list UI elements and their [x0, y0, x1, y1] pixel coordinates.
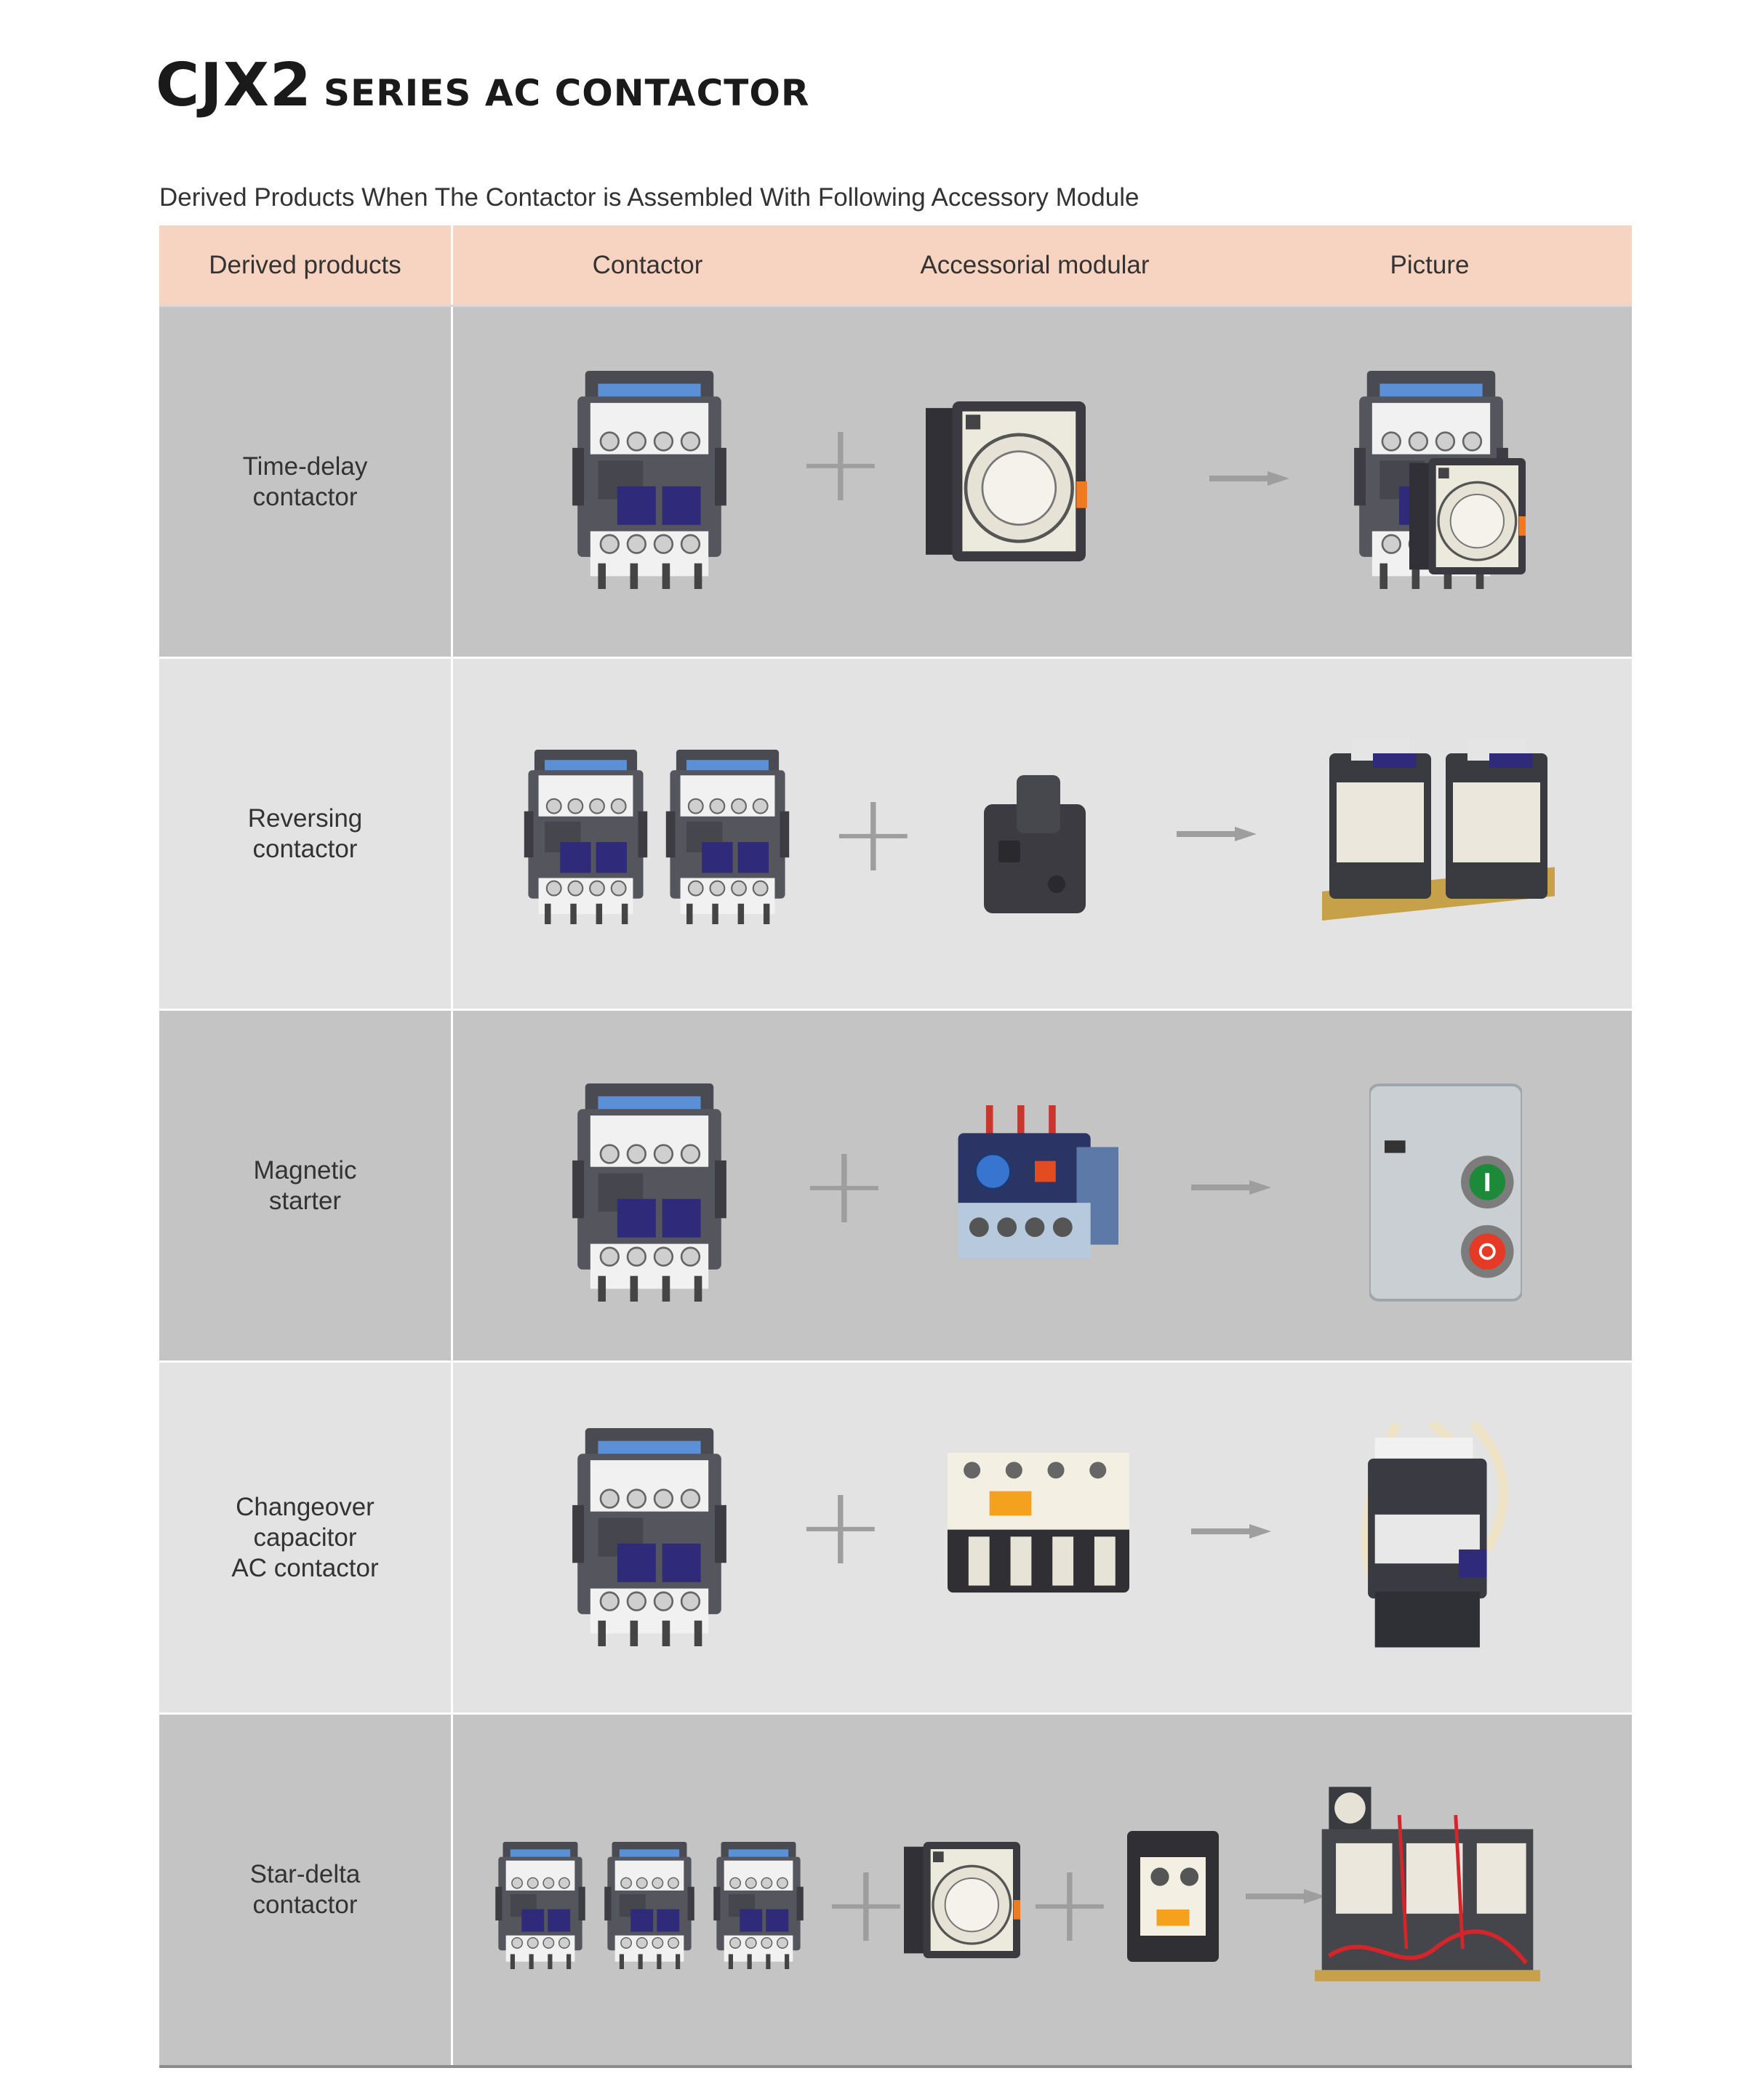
plus-icon: + — [798, 1122, 890, 1249]
column-header-contactor: Contactor — [592, 250, 703, 279]
assembly-illustration: + — [453, 1011, 1632, 1360]
plus-icon: + — [828, 770, 919, 897]
table-header: Derived products Contactor Accessorial m… — [159, 225, 1632, 307]
magnetic-starter-enclosure-image — [1369, 1083, 1522, 1302]
contactor-image — [598, 1842, 700, 1969]
name-line: Star-delta — [249, 1860, 361, 1888]
table-row: Time-delay contactor + — [159, 307, 1632, 659]
derived-product-name: Star-delta contactor — [159, 1715, 453, 2065]
name-line: contactor — [252, 482, 358, 511]
arrow-right-icon — [1177, 827, 1257, 841]
time-delay-module-image — [922, 401, 1089, 561]
plus-icon: + — [1024, 1840, 1116, 1967]
name-line: Time-delay — [242, 452, 368, 481]
derived-product-name: Magnetic starter — [159, 1011, 453, 1360]
column-header-accessory: Accessorial modular — [920, 250, 1150, 279]
title-model: CJX2 — [156, 51, 312, 120]
page-title: CJX2 SERIES AC CONTACTOR — [156, 51, 809, 131]
arrow-right-icon — [1191, 1524, 1271, 1539]
name-line: Reversing — [247, 803, 363, 833]
column-header-group: Contactor Accessorial modular Picture — [453, 225, 1632, 305]
assembly-illustration: + + — [453, 1715, 1632, 2065]
name-line: Magnetic — [253, 1155, 357, 1185]
derived-product-name: Reversing contactor — [159, 659, 453, 1009]
arrow-right-icon — [1246, 1889, 1326, 1904]
name-line: contactor — [252, 834, 358, 863]
plus-icon: + — [795, 400, 886, 526]
auxiliary-contact-block-image — [948, 1450, 1129, 1595]
star-delta-assembly-image — [1315, 1784, 1540, 1987]
assembly-illustration: + — [453, 307, 1632, 657]
name-line: capacitor — [253, 1523, 357, 1552]
arrow-right-icon — [1209, 471, 1289, 486]
time-delay-module-image — [904, 1842, 1020, 1958]
auxiliary-contact-block-image — [1122, 1831, 1224, 1962]
contactor-image — [562, 1428, 737, 1646]
arrow-right-icon — [1191, 1180, 1271, 1195]
mechanical-interlock-image — [977, 775, 1093, 921]
table-row: Star-delta contactor + + — [159, 1715, 1632, 2068]
derived-product-name: Time-delay contactor — [159, 307, 453, 657]
section-subtitle: Derived Products When The Contactor is A… — [159, 183, 1140, 212]
table-row: Changeover capacitor AC contactor + — [159, 1363, 1632, 1715]
derived-product-name: Changeover capacitor AC contactor — [159, 1363, 453, 1712]
contactor-image — [562, 371, 737, 589]
name-line: contactor — [252, 1891, 358, 1919]
assembly-illustration: + — [453, 659, 1632, 1009]
name-line: AC contactor — [231, 1553, 379, 1582]
plus-icon: + — [820, 1840, 912, 1967]
contactor-image — [489, 1842, 591, 1969]
thermal-overload-relay-image — [948, 1105, 1122, 1273]
contactor-image — [708, 1842, 809, 1969]
time-delay-contactor-image — [1353, 371, 1526, 589]
table-row: Magnetic starter + — [159, 1011, 1632, 1363]
reversing-contactor-image — [1322, 739, 1555, 950]
assembly-illustration: + — [453, 1363, 1632, 1712]
derived-products-table: Derived products Contactor Accessorial m… — [159, 225, 1632, 2068]
contactor-image — [562, 1083, 737, 1302]
contactor-image — [660, 750, 795, 924]
plus-icon: + — [795, 1463, 886, 1590]
column-header-derived: Derived products — [159, 225, 453, 305]
title-series: SERIES AC CONTACTOR — [323, 72, 810, 114]
column-header-picture: Picture — [1390, 250, 1470, 279]
name-line: Changeover — [236, 1492, 375, 1521]
table-row: Reversing contactor + — [159, 659, 1632, 1011]
capacitor-contactor-image — [1333, 1406, 1515, 1672]
name-line: starter — [268, 1186, 342, 1215]
contactor-image — [518, 750, 653, 924]
